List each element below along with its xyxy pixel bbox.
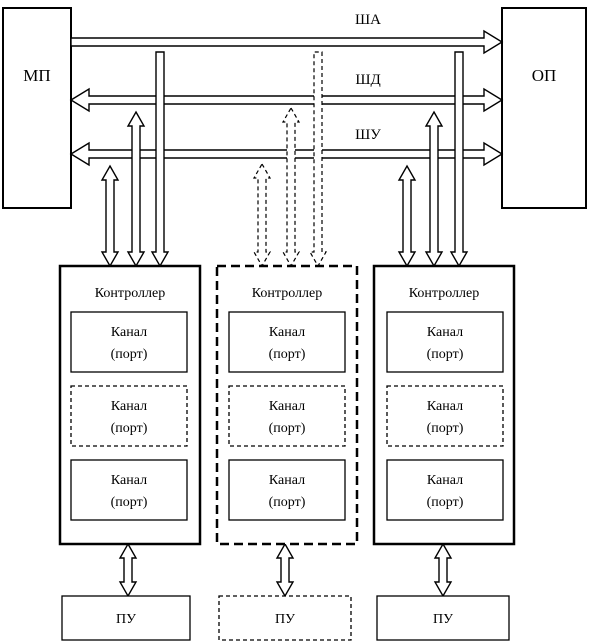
controller-1-control-connector (100, 164, 120, 268)
device-3-box (376, 595, 510, 641)
device-3-label: ПУ (433, 612, 453, 627)
controller-1-title: Контроллер (95, 286, 165, 301)
channel-line1: Канал (269, 325, 305, 340)
controller-2-title: Контроллер (252, 286, 322, 301)
channel-line1: Канал (111, 473, 147, 488)
channel-line2: (порт) (111, 347, 148, 362)
controller-1-channel-2 (70, 385, 188, 447)
controller-2: Контроллер Канал (порт) Канал (порт) Кан… (215, 264, 359, 546)
channel-line1: Канал (427, 399, 463, 414)
controller-1-channel-1 (70, 311, 188, 373)
device-1-box (61, 595, 191, 641)
controller-2-data-connector (281, 106, 301, 268)
channel-line2: (порт) (111, 495, 148, 510)
controller-2-control-connector (252, 162, 272, 268)
controller-2-channel-3 (228, 459, 346, 521)
controller-3-channel-2 (386, 385, 504, 447)
device-3-connector (433, 542, 453, 598)
data-bus-arrow (69, 87, 504, 113)
channel-line1: Канал (427, 325, 463, 340)
controller-3-channel-3 (386, 459, 504, 521)
mp-block (2, 7, 72, 209)
controller-3-address-connector (449, 51, 469, 268)
channel-line2: (порт) (269, 347, 306, 362)
channel-line1: Канал (269, 399, 305, 414)
controller-1-address-connector (150, 51, 170, 268)
device-2-box (218, 595, 352, 641)
channel-line2: (порт) (269, 495, 306, 510)
address-bus-arrow (70, 29, 504, 55)
channel-line1: Канал (111, 399, 147, 414)
controller-2-channel-1 (228, 311, 346, 373)
controller-1-channel-3 (70, 459, 188, 521)
op-label: ОП (532, 66, 557, 85)
device-1-connector (118, 542, 138, 598)
op-block (501, 7, 587, 209)
address-bus-label: ША (355, 12, 381, 28)
channel-line2: (порт) (427, 347, 464, 362)
channel-line1: Канал (427, 473, 463, 488)
channel-line2: (порт) (427, 421, 464, 436)
controller-3-data-connector (424, 110, 444, 268)
control-bus-label: ШУ (355, 127, 381, 143)
channel-line2: (порт) (269, 421, 306, 436)
data-bus-label: ШД (355, 72, 380, 88)
controller-2-channel-2 (228, 385, 346, 447)
controller-1: Контроллер Канал (порт) Канал (порт) Кан… (58, 264, 202, 546)
controller-1-data-connector (126, 110, 146, 268)
device-2-connector (275, 542, 295, 598)
controller-3: Контроллер Канал (порт) Канал (порт) Кан… (372, 264, 516, 546)
controller-2-address-connector (308, 51, 328, 268)
channel-line2: (порт) (427, 495, 464, 510)
controller-3-title: Контроллер (409, 286, 479, 301)
channel-line1: Канал (269, 473, 305, 488)
channel-line2: (порт) (111, 421, 148, 436)
controller-3-control-connector (397, 164, 417, 268)
device-2-label: ПУ (275, 612, 295, 627)
controller-3-channel-1 (386, 311, 504, 373)
channel-line1: Канал (111, 325, 147, 340)
mp-label: МП (23, 66, 50, 85)
device-1-label: ПУ (116, 612, 136, 627)
